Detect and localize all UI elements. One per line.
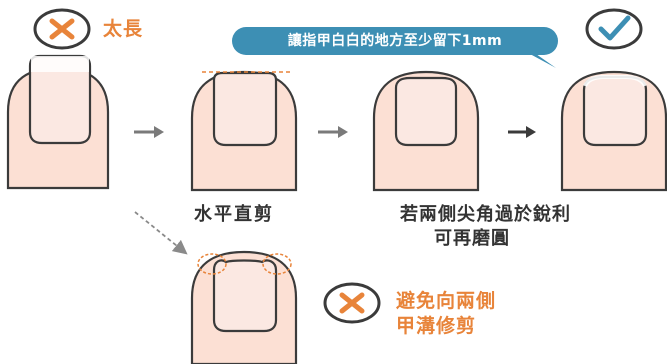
finger-avoid-sides: [190, 250, 298, 364]
label-avoid-line2: 甲溝修剪: [396, 315, 477, 337]
label-cut-straight: 水平直剪: [194, 204, 274, 225]
label-too-long: 太長: [103, 18, 144, 40]
finger-too-long: [6, 54, 110, 190]
tip-bubble: 讓指甲白白的地方至少留下1mm: [232, 27, 558, 55]
finger-correct: [560, 70, 667, 192]
finger-cut-straight: [190, 70, 298, 192]
nail-rounded: [394, 76, 458, 147]
x-mark-icon: [323, 282, 381, 324]
tip-text: 讓指甲白白的地方至少留下1mm: [287, 33, 503, 49]
highlight-left-corner: [197, 253, 227, 275]
label-avoid-line1: 避免向兩側: [396, 290, 497, 312]
label-round-corners-line1: 若兩側尖角過於銳利: [400, 204, 571, 225]
nail-correct: [582, 75, 648, 147]
right-arrow-icon: [318, 126, 348, 138]
nail-cut-straight: [212, 71, 278, 147]
right-arrow-icon: [134, 126, 164, 138]
x-mark-icon: [33, 8, 91, 50]
dashed-arrow-icon: [134, 211, 188, 255]
right-arrow-icon: [508, 126, 536, 138]
highlight-right-corner: [262, 253, 292, 275]
finger-rounded-corners: [372, 70, 480, 192]
tip-bubble-tail: [530, 54, 556, 68]
label-round-corners-line2: 可再磨圓: [434, 228, 510, 249]
nail-avoid-sides: [212, 259, 278, 333]
check-mark-icon: [585, 8, 643, 50]
